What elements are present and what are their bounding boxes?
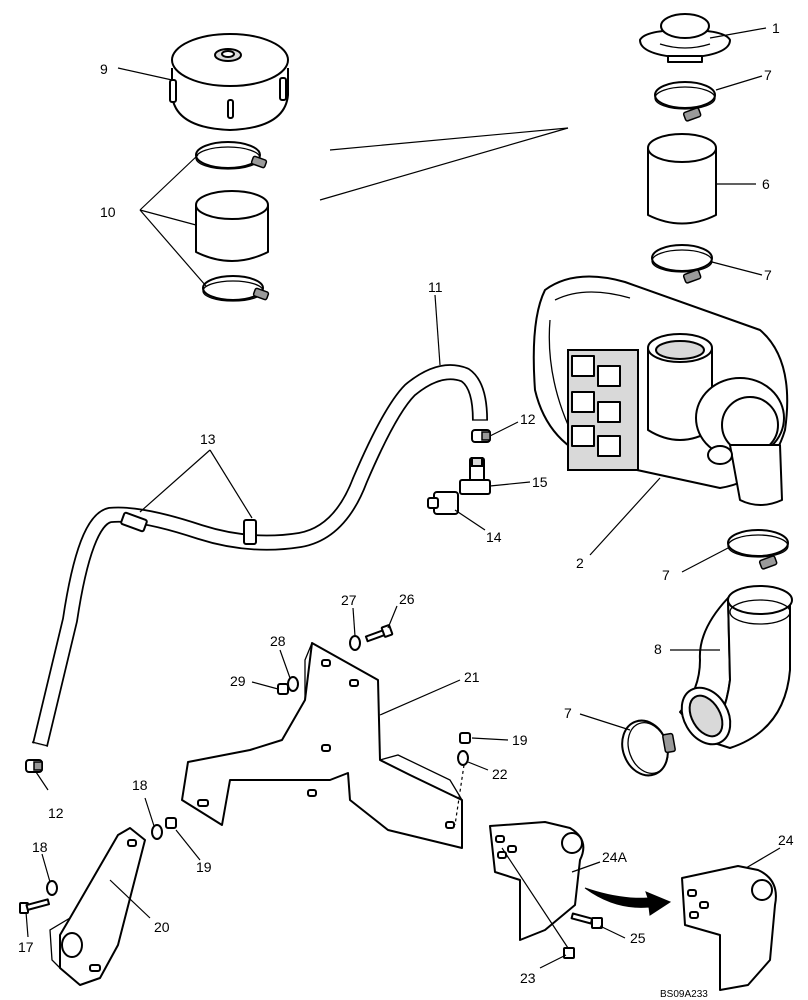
bolt-25-part: [570, 912, 603, 929]
callout-20: 20: [154, 919, 170, 935]
leader-lines: [25, 27, 781, 969]
callout-17: 17: [18, 939, 34, 955]
callout-19-upper: 19: [512, 732, 528, 748]
callout-24a: 24A: [602, 849, 628, 865]
rain-cap-part: [639, 13, 731, 63]
callout-1: 1: [772, 20, 780, 36]
callout-21: 21: [464, 669, 480, 685]
lower-left-bracket-part: [49, 827, 146, 986]
left-upper-clamp-part: [195, 141, 268, 170]
callout-labels: 1 9 7 6 10 7 11 12 13 15 14 2 7 27 26 28…: [18, 20, 794, 986]
callout-18-upper: 18: [132, 777, 148, 793]
callout-7-top: 7: [764, 67, 772, 83]
right-hose-sleeve-part: [647, 133, 717, 225]
middle-right-clamp-part: [651, 244, 713, 284]
washer-18-lower-part: [46, 880, 58, 896]
washer-22-part: [457, 750, 469, 766]
callout-28: 28: [270, 633, 286, 649]
washer-28-part: [287, 676, 299, 692]
intake-elbow-part: [679, 585, 793, 749]
drawing-code: BS09A233: [660, 989, 708, 1000]
support-bracket-24a-part: [489, 821, 585, 941]
callout-14: 14: [486, 529, 502, 545]
precleaner-cap-part: [169, 33, 289, 131]
callout-22: 22: [492, 766, 508, 782]
callout-7-bottom: 7: [564, 705, 572, 721]
air-cleaner-assembly-part: [532, 275, 789, 506]
callout-29: 29: [230, 673, 246, 689]
elbow-lower-clamp-part: [621, 719, 676, 777]
callout-15: 15: [532, 474, 548, 490]
left-lower-clamp-part: [202, 275, 270, 302]
callout-10: 10: [100, 204, 116, 220]
callout-23: 23: [520, 970, 536, 986]
support-bracket-24-part: [681, 865, 777, 991]
nut-19-lower-part: [165, 817, 177, 829]
lower-vacuum-cap-part: [25, 759, 43, 773]
callout-6: 6: [762, 176, 770, 192]
callout-24: 24: [778, 832, 794, 848]
bolt-26-part: [364, 624, 394, 643]
callout-7-upper-mid: 7: [764, 267, 772, 283]
callout-25: 25: [630, 930, 646, 946]
elbow-upper-clamp-part: [727, 529, 789, 570]
nut-29-part: [277, 683, 289, 695]
bolt-17-part: [19, 898, 51, 914]
callout-18-lower: 18: [32, 839, 48, 855]
nut-19-upper-part: [459, 732, 471, 744]
assembly-arrow-icon: [584, 887, 672, 916]
callout-8: 8: [654, 641, 662, 657]
callout-12-lower: 12: [48, 805, 64, 821]
mounting-bracket-part: [181, 642, 465, 849]
left-hose-sleeve-part: [195, 190, 269, 262]
bolt-23-part: [501, 847, 575, 959]
callout-11: 11: [428, 279, 443, 295]
callout-27: 27: [341, 592, 357, 608]
washer-27-part: [349, 635, 361, 651]
callout-19-lower: 19: [196, 859, 212, 875]
callout-13: 13: [200, 431, 216, 447]
washer-18-upper-part: [151, 824, 163, 840]
callout-26: 26: [399, 591, 415, 607]
callout-2: 2: [576, 555, 584, 571]
upper-right-clamp-part: [654, 81, 716, 122]
callout-9: 9: [100, 61, 108, 77]
vacuator-hose-part: [31, 364, 488, 747]
upper-vacuum-cap-part: [471, 429, 491, 443]
elbow-fitting-part: [459, 457, 491, 495]
hose-connector-part: [427, 491, 459, 515]
callout-7-mid: 7: [662, 567, 670, 583]
callout-12-upper: 12: [520, 411, 536, 427]
